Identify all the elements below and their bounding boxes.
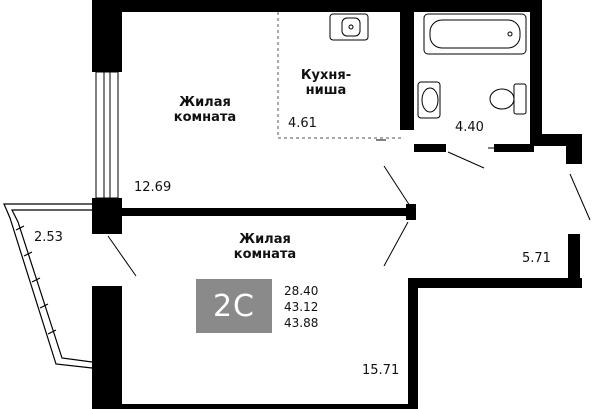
room-name-line: Кухня-: [300, 68, 352, 83]
door-living-room-2: [383, 221, 409, 267]
wall-partition-end: [406, 204, 416, 220]
wall-right-upper: [530, 0, 542, 138]
room-name-line: ниша: [305, 83, 347, 98]
room-area-living-1: 12.69: [134, 180, 172, 195]
wall-right-step-post: [566, 134, 582, 164]
doors: [107, 139, 591, 277]
wall-left-bottom: [92, 286, 122, 409]
wall-bottom: [122, 404, 418, 409]
room-name-line: комната: [173, 110, 237, 125]
door-bathroom: [447, 151, 485, 169]
window-left: [95, 71, 119, 199]
room-name-living-1: Жилая комната: [160, 95, 250, 125]
toilet-icon: [489, 83, 527, 115]
wall-left-mid: [92, 198, 122, 234]
room-name-line: комната: [233, 247, 297, 262]
wall-right-lower: [568, 234, 580, 284]
room-area-kitchen: 4.61: [288, 116, 317, 131]
room-area-hallway: 5.71: [522, 251, 551, 266]
apartment-type-badge: 2С: [196, 279, 272, 333]
area-totals: 28.40 43.12 43.88: [284, 283, 318, 331]
room-name-line: Жилая: [179, 95, 231, 110]
total-area-with-balcony: 43.88: [284, 316, 319, 330]
total-living-area: 28.40: [284, 284, 319, 298]
wall-top: [92, 0, 542, 12]
room-area-living-2: 15.71: [362, 363, 400, 378]
room-name-line: Жилая: [239, 232, 291, 247]
wall-bath-left: [400, 0, 414, 130]
bathroom-sink-icon: [417, 81, 441, 119]
room-area-balcony: 2.53: [34, 230, 63, 245]
kitchen-niche-outline: [277, 12, 402, 139]
wall-right-bottom-leg: [408, 278, 418, 409]
room-area-bathroom: 4.40: [455, 120, 484, 135]
door-balcony: [107, 235, 137, 277]
total-area: 43.12: [284, 300, 319, 314]
wall-bath-bottom-left: [414, 144, 446, 152]
balcony-outline: [3, 203, 93, 369]
wall-bottom-right: [408, 278, 582, 288]
room-name-kitchen: Кухня- ниша: [286, 68, 366, 98]
wall-bath-bottom-right: [494, 144, 534, 152]
door-entrance: [569, 173, 591, 221]
walls: [92, 0, 582, 409]
room-name-living-2: Жилая комната: [225, 232, 305, 262]
wall-partition: [122, 208, 414, 216]
kitchen-sink-icon: [329, 13, 369, 41]
bathtub-icon: [423, 13, 527, 55]
door-living-room-1: [383, 165, 411, 207]
